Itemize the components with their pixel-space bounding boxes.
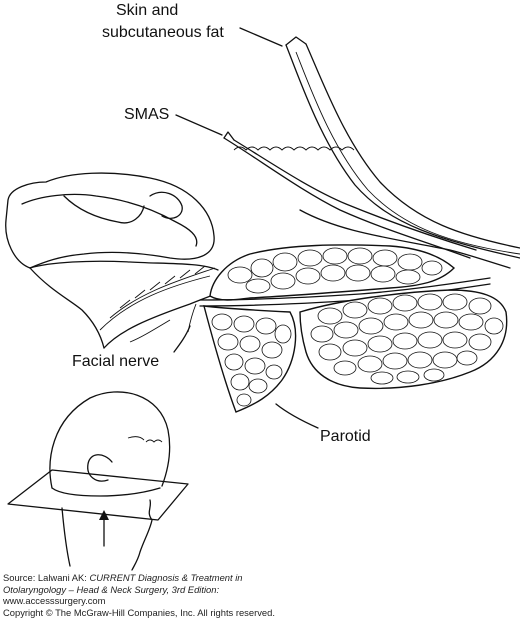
source-credit: Source: Lalwani AK: CURRENT Diagnosis & … <box>3 572 518 618</box>
parotid-deep-lobe <box>203 305 297 413</box>
label-skin-line2: subcutaneous fat <box>102 24 224 41</box>
source-prefix: Source: Lalwani AK: <box>3 572 90 583</box>
label-parotid: Parotid <box>320 428 371 445</box>
source-book-title: CURRENT Diagnosis & Treatment in <box>89 572 243 583</box>
skin-layer <box>285 36 520 259</box>
copyright-notice: Copyright © The McGraw-Hill Companies, I… <box>3 606 275 618</box>
head-inset-icon <box>7 391 189 571</box>
arrow-up-icon <box>99 510 109 547</box>
source-url: www.accesssurgery.com <box>3 595 106 606</box>
label-skin-line1: Skin and <box>116 2 178 19</box>
source-book-title-cont: Otolaryngology – Head & Neck Surgery, 3r… <box>3 583 220 595</box>
leader-lines <box>173 27 319 429</box>
smas-layer <box>223 131 511 269</box>
label-smas: SMAS <box>124 106 169 123</box>
parotid-superficial-lobe <box>299 289 508 390</box>
label-facial-nerve: Facial nerve <box>72 353 159 370</box>
parotid-gland <box>209 244 456 301</box>
ear-icon <box>5 172 219 349</box>
